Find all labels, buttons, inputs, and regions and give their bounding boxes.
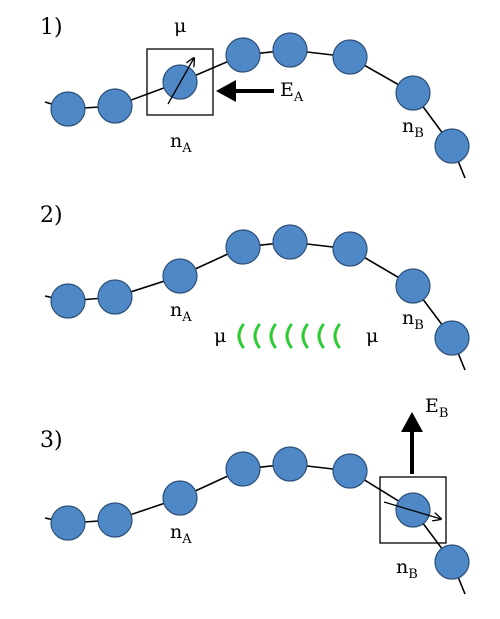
panel-3: 3) nA nB EB xyxy=(40,395,470,595)
bead xyxy=(434,544,470,580)
bead xyxy=(97,88,133,124)
bead xyxy=(272,446,308,482)
bead xyxy=(50,505,86,541)
panel-2-step-label: 2) xyxy=(40,203,63,228)
dipole-mu-label-left: μ xyxy=(214,325,226,347)
bead xyxy=(225,451,261,487)
bead-group xyxy=(50,446,470,580)
site-a-label: nA xyxy=(170,521,192,547)
bead xyxy=(50,91,86,127)
bead-a xyxy=(162,258,198,294)
bead xyxy=(272,32,308,68)
site-b-label: nB xyxy=(402,307,424,333)
bead-group xyxy=(50,224,470,356)
energy-transfer-wave xyxy=(237,323,341,349)
site-a-box xyxy=(146,48,214,116)
field-arrow xyxy=(216,80,274,102)
site-b-label: nB xyxy=(396,556,418,582)
bead xyxy=(434,128,470,164)
bead-a xyxy=(162,480,198,516)
field-arrow xyxy=(401,412,423,474)
bead xyxy=(332,39,368,75)
field-label: EA xyxy=(280,79,304,105)
bead xyxy=(225,229,261,265)
polymer-chain xyxy=(44,49,466,179)
dipole-mu-label-right: μ xyxy=(366,325,378,347)
bead xyxy=(272,224,308,260)
site-a-label: nA xyxy=(170,299,192,325)
panel-2: 2) nA nB μ μ xyxy=(40,203,470,371)
bead xyxy=(225,37,261,73)
polymer-chain xyxy=(44,241,466,371)
panel-1-step-label: 1) xyxy=(40,15,63,40)
site-b-label: nB xyxy=(402,115,424,141)
bead xyxy=(97,502,133,538)
bead xyxy=(50,283,86,319)
bead-group xyxy=(50,32,470,164)
bead-b xyxy=(395,268,431,304)
panel-3-step-label: 3) xyxy=(40,428,63,453)
panel-1: 1) μ nA nB EA xyxy=(40,15,470,179)
site-a-label: nA xyxy=(170,130,192,156)
dipole-arrow xyxy=(383,501,441,519)
site-b-box xyxy=(379,476,447,544)
polymer-chain xyxy=(44,463,466,595)
bead xyxy=(332,453,368,489)
bead xyxy=(97,279,133,315)
dipole-mu-label: μ xyxy=(174,15,186,37)
bead-b xyxy=(395,75,431,111)
bead xyxy=(434,320,470,356)
bead xyxy=(332,231,368,267)
dipole-arrow xyxy=(167,58,194,105)
field-label: EB xyxy=(425,395,448,421)
